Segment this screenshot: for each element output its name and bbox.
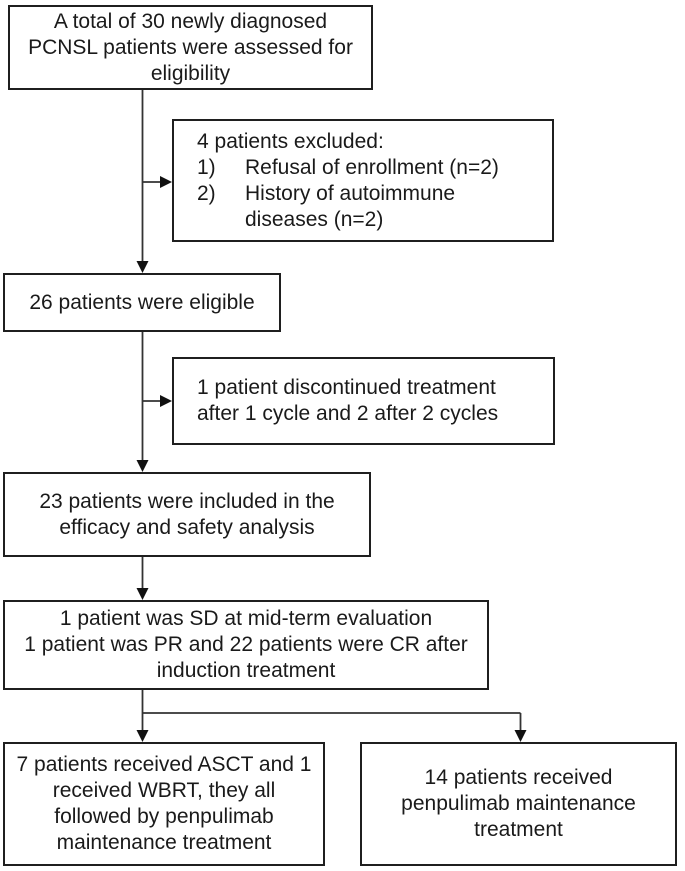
arrow-assessed-to-eligible (136, 90, 149, 273)
text-line: 7 patients received ASCT and 1 (16, 753, 312, 776)
box-discontinued: 1 patient discontinued treatment after 1… (172, 357, 555, 445)
excluded-item: 1) Refusal of enrollment (n=2) (197, 155, 499, 181)
box-asct-wbrt-group: 7 patients received ASCT and 1 received … (3, 742, 325, 866)
arrow-eligible-to-analysis (136, 332, 149, 472)
text-line: 1 patient was SD at mid-term evaluation (59, 607, 433, 630)
text-line: 1 patient was PR and 22 patients were CR… (24, 633, 468, 656)
text-line: PCNSL patients were assessed for (28, 35, 353, 59)
arrow-split-to-maintenance (514, 713, 527, 742)
arrow-branch-to-excluded (142, 176, 172, 188)
text-line: after 1 cycle and 2 after 2 cycles (197, 402, 499, 425)
box-maintenance-group: 14 patients received penpulimab maintena… (360, 742, 677, 866)
text-line: eligibility (150, 61, 231, 85)
text-line: penpulimab maintenance (401, 792, 636, 815)
arrow-branch-to-discontinued (142, 395, 172, 407)
text-line: induction treatment (156, 659, 336, 682)
text-line: 23 patients were included in the (39, 489, 335, 513)
box-excluded: 4 patients excluded: 1) Refusal of enrol… (172, 119, 554, 242)
list-marker: 1) (197, 155, 216, 179)
excluded-heading: 4 patients excluded: (197, 129, 384, 153)
text-line: 14 patients received (424, 766, 613, 789)
text-line: 1 patient discontinued treatment (197, 376, 496, 399)
box-eligible: 26 patients were eligible (3, 273, 281, 332)
excluded-item-continuation: diseases (n=2) (197, 207, 383, 233)
text-line: treatment (474, 818, 563, 841)
box-assessed-eligibility: A total of 30 newly diagnosed PCNSL pati… (8, 5, 373, 90)
text-line: diseases (n=2) (245, 207, 384, 231)
text-line: efficacy and safety analysis (59, 515, 315, 539)
text-line: received WBRT, they all (52, 779, 276, 802)
text-line: followed by penpulimab (54, 805, 274, 828)
text-line: 26 patients were eligible (29, 290, 255, 314)
excluded-item: 2) History of autoimmune (197, 181, 455, 207)
box-midterm-evaluation: 1 patient was SD at mid-term evaluation … (3, 600, 489, 690)
list-marker: 2) (197, 181, 216, 205)
text-line: A total of 30 newly diagnosed (53, 9, 328, 33)
arrow-analysis-to-midterm (136, 557, 149, 600)
box-analysis: 23 patients were included in the efficac… (3, 472, 371, 557)
text-line: History of autoimmune (245, 181, 456, 205)
text-line: maintenance treatment (56, 831, 272, 854)
text-line: Refusal of enrollment (n=2) (245, 155, 499, 179)
arrow-midterm-to-asct (136, 690, 149, 742)
